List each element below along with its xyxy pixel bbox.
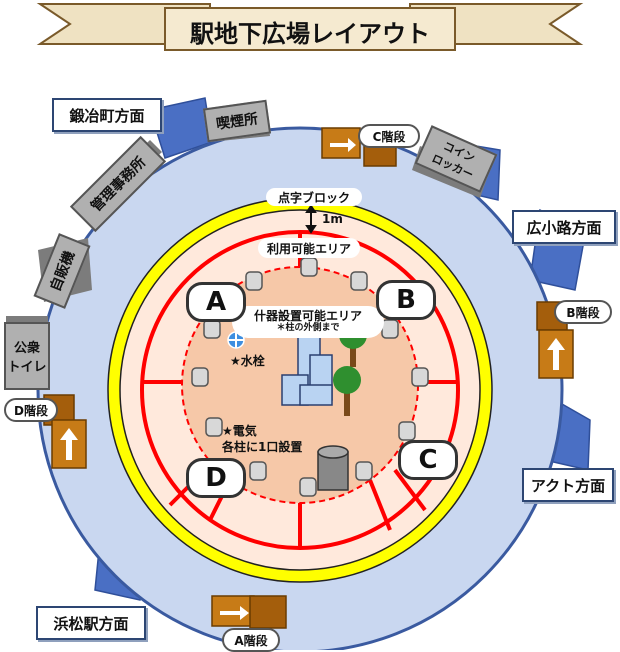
pillar [398,421,416,441]
electric-line2: 各柱に1口設置 [222,439,303,454]
pillar [411,367,429,387]
pillar [205,417,223,437]
title-ribbon [36,3,584,51]
central-monument [281,329,333,406]
pillar [203,319,221,339]
direction-hamamatsu: 浜松駅方面 [36,606,146,640]
stairs-b-label: B階段 [554,300,612,324]
pillar [299,477,317,497]
page-title: 駅地下広場レイアウト [190,19,430,48]
pillar [350,271,368,291]
pillar [355,461,373,481]
pillar [191,367,209,387]
pillar [245,271,263,291]
pillar [249,461,267,481]
direction-hirokoji: 広小路方面 [512,210,616,244]
stairs-a-label: A階段 [222,628,280,652]
zone-b: B [376,280,436,320]
water-tap-note: ★水栓 [230,354,265,368]
fixture-area-line2: ＊柱の外側まで [276,322,340,333]
electric-note: ★電気 各柱に1口設置 [222,424,302,455]
trash-can-icon [317,445,349,491]
public-toilet: 公衆 トイレ [4,322,50,390]
stairs-c-label: C階段 [358,124,420,148]
zone-c: C [398,440,458,480]
fixture-area-label: 什器設置可能エリア ＊柱の外側まで [232,306,384,338]
stairs-d-label: D階段 [4,398,58,422]
usable-area-label: 利用可能エリア [258,238,360,258]
direction-act: アクト方面 [522,468,614,502]
tactile-distance: 1m [322,212,343,226]
pillars [191,257,429,497]
direction-kajimachi: 鍛冶町方面 [52,98,162,132]
zone-d: D [186,458,246,498]
stairs-b-icon [536,301,574,379]
pillar [300,257,318,277]
one-meter-arrow-icon [305,204,317,234]
toilet-line2: トイレ [7,360,47,375]
pillar [381,319,399,339]
toilet-line1: 公衆 [13,341,40,356]
zone-a: A [186,282,246,322]
electric-line1: ★電気 [222,424,257,438]
fixture-area-line1: 什器設置可能エリア [253,309,362,324]
stairs-a-icon [211,595,287,629]
tactile-block-label: 点字ブロック [266,188,362,206]
